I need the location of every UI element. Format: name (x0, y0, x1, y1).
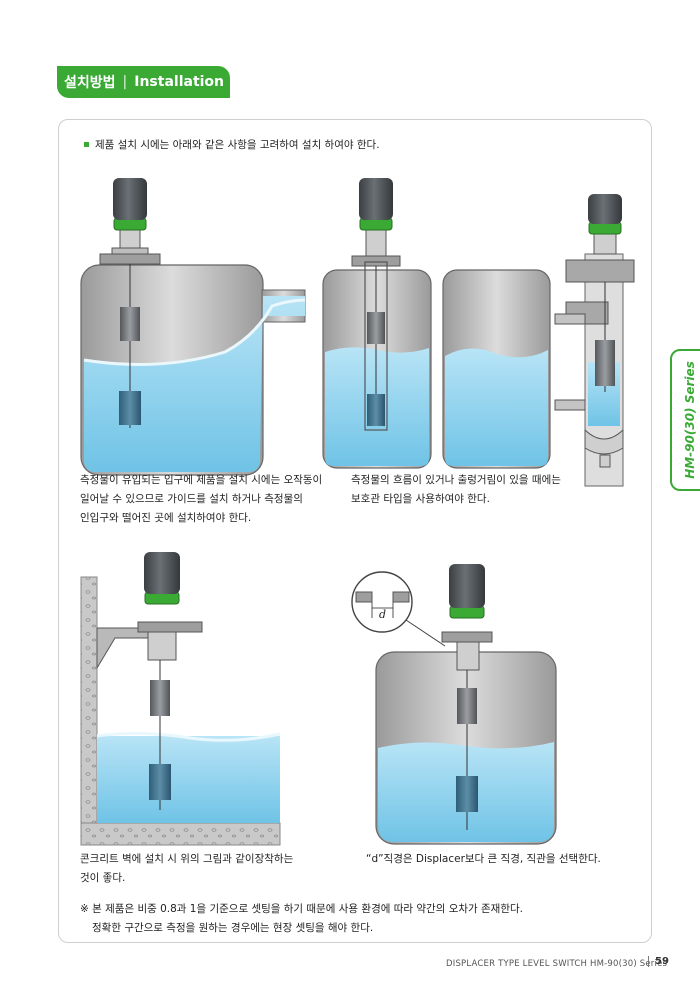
section-title-english: Installation (134, 74, 225, 90)
figure-2-protection-pipe (322, 178, 635, 487)
caption-1-line: 일어날 수 있으므로 가이드를 설치 하거나 측정물의 (80, 493, 303, 505)
section-title-korean: 설치방법 (64, 75, 116, 91)
footnote-line-2: 정확한 구간으로 측정을 원하는 경우에는 현장 셋팅을 해야 한다. (92, 922, 374, 934)
caption-3-line: 콘크리트 벽에 설치 시 위의 그림과 같이장착하는 (80, 853, 294, 865)
caption-2: 측정물의 흐름이 있거나 출렁거림이 있을 때에는 보호관 타입을 사용하여야 … (351, 471, 561, 509)
section-title-separator: | (122, 74, 128, 90)
caption-1-line: 인입구와 떨어진 곳에 설치하여야 한다. (80, 512, 252, 524)
caption-4-line: “d”직경은 Displacer보다 큰 직경, 직관을 선택한다. (366, 853, 601, 865)
caption-1-line: 측정물이 유입되는 입구에 제품을 설치 시에는 오작동이 (80, 474, 323, 486)
footnote: ※ 본 제품은 비중 0.8과 1을 기준으로 셋팅을 하기 때문에 사용 환경… (80, 900, 523, 938)
caption-4: “d”직경은 Displacer보다 큰 직경, 직관을 선택한다. (366, 850, 601, 869)
footnote-line-1: ※ 본 제품은 비중 0.8과 1을 기준으로 셋팅을 하기 때문에 사용 환경… (80, 903, 523, 915)
intro-text: 제품 설치 시에는 아래와 같은 사항을 고려하여 설치 하여야 한다. (95, 139, 380, 151)
section-header: 설치방법 | Installation (57, 66, 230, 98)
square-bullet-icon (84, 142, 89, 147)
footer-product-name: DISPLACER TYPE LEVEL SWITCH HM-90(30) Se… (446, 959, 668, 969)
series-side-tab: HM-90(30) Series (670, 349, 700, 491)
caption-1: 측정물이 유입되는 입구에 제품을 설치 시에는 오작동이 일어날 수 있으므로… (80, 471, 322, 528)
caption-3-line: 것이 좋다. (80, 872, 126, 884)
figure-4-nozzle-diameter (351, 564, 557, 845)
page-number: 59 (648, 956, 669, 967)
intro-line: 제품 설치 시에는 아래와 같은 사항을 고려하여 설치 하여야 한다. (84, 137, 380, 152)
diameter-d-label: d (379, 608, 386, 621)
caption-3: 콘크리트 벽에 설치 시 위의 그림과 같이장착하는 것이 좋다. (80, 850, 293, 888)
caption-2-line: 보호관 타입을 사용하여야 한다. (351, 493, 490, 505)
figure-3-concrete-wall (80, 552, 281, 846)
content-frame (58, 119, 652, 943)
figure-1-inlet-tank (80, 178, 306, 476)
caption-2-line: 측정물의 흐름이 있거나 출렁거림이 있을 때에는 (351, 474, 561, 486)
